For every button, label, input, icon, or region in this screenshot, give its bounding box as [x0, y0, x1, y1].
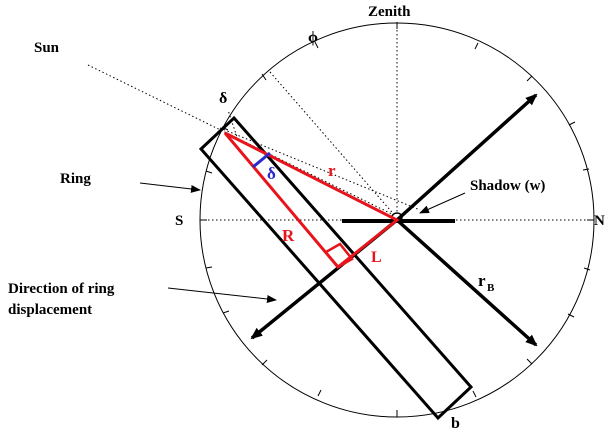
- delta-inner-label: δ: [267, 164, 276, 183]
- shadow-pointer: [419, 192, 466, 214]
- ray-delta: [227, 109, 239, 141]
- upper-right-arrow: [395, 93, 538, 222]
- delta-angle-mark: [252, 151, 271, 169]
- rb-arrow: [395, 218, 538, 347]
- direction-label-line2: displacement: [8, 302, 92, 318]
- b-label: b: [451, 415, 460, 432]
- L-label: L: [371, 249, 382, 266]
- red-triangle: [223, 131, 400, 270]
- direction-pointer: [167, 287, 277, 303]
- R-big-label: R: [282, 226, 295, 245]
- circle-ticks: [200, 22, 594, 417]
- ring-rectangle: [198, 115, 474, 421]
- delta-outer-label: δ: [219, 90, 227, 107]
- ray-phi: [269, 71, 398, 219]
- s-label: S: [175, 213, 183, 229]
- phi-label: ϕ: [308, 29, 318, 46]
- r-small-label: r: [328, 161, 336, 180]
- right-angle-marker: [325, 242, 354, 269]
- rb-label-sub: B: [487, 282, 495, 294]
- ring-pointer: [139, 182, 201, 193]
- zenith-label: Zenith: [368, 4, 411, 20]
- sun-label: Sun: [34, 40, 60, 56]
- ring-label: Ring: [60, 171, 91, 187]
- rb-label-main: r: [478, 271, 486, 290]
- shadow-label: Shadow (w): [470, 178, 545, 194]
- triangle-outline: [223, 131, 400, 270]
- n-label: N: [594, 213, 605, 229]
- ray-lower: [219, 127, 421, 211]
- direction-label-line1: Direction of ring: [8, 281, 115, 297]
